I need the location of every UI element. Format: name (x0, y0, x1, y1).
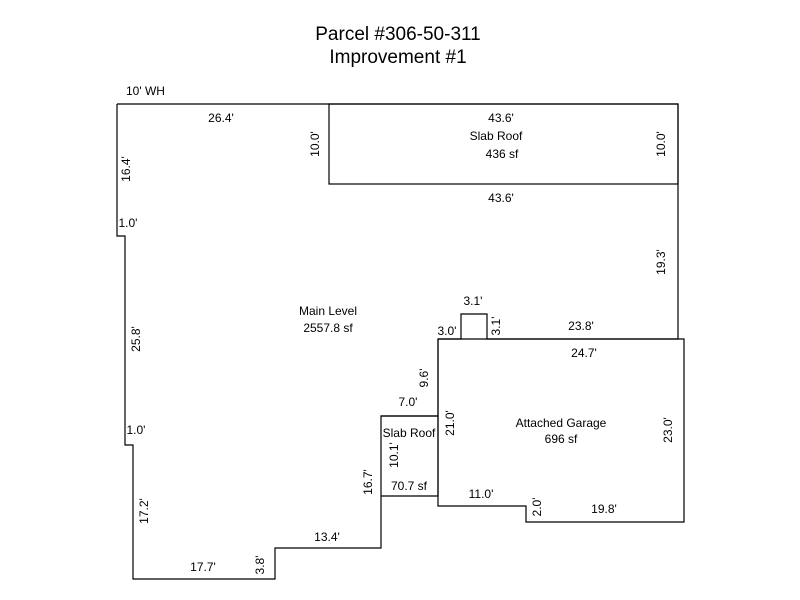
dim-slab-small-top: 7.0' (399, 395, 418, 409)
sketch-title: Parcel #306-50-311 (315, 24, 480, 45)
dim-garage-left-upper: 9.6' (417, 369, 431, 388)
dim-main-top: 26.4' (208, 111, 234, 125)
attached-garage-name: Attached Garage (516, 416, 607, 430)
dim-bump-top: 3.1' (464, 294, 483, 308)
dim-garage-left: 21.0' (443, 410, 457, 436)
dim-left-jog-upper: 1.0' (119, 216, 138, 230)
dim-bottom-left: 17.7' (190, 560, 216, 574)
main-level-area: 2557.8 sf (303, 321, 353, 335)
dim-inner-vertical: 16.7' (361, 469, 375, 495)
dim-slab-top: 43.6' (488, 111, 514, 125)
dim-left-mid: 25.8' (129, 326, 143, 352)
sketch-subtitle: Improvement #1 (329, 47, 466, 68)
slab-roof-small-name: Slab Roof (383, 426, 436, 440)
slab-roof-top-name: Slab Roof (470, 129, 523, 143)
slab-roof-top-area: 436 sf (486, 147, 519, 161)
dim-garage-top: 24.7' (571, 346, 597, 360)
slab-roof-top-outline (328, 103, 679, 185)
dim-garage-notch: 2.0' (530, 498, 544, 517)
attached-garage-area: 696 sf (545, 432, 578, 446)
dim-garage-top-right: 23.8' (568, 319, 594, 333)
dim-garage-bottom-right: 19.8' (591, 502, 617, 516)
attached-garage-outline (437, 338, 685, 523)
dim-bump-right: 3.1' (489, 317, 503, 336)
dim-slab-right: 10.0' (654, 131, 668, 157)
dim-slab-small-side: 10.1' (387, 442, 401, 468)
dim-bottom-mid: 13.4' (314, 530, 340, 544)
dim-garage-bottom-left: 11.0' (469, 487, 494, 501)
main-level-name: Main Level (299, 304, 357, 318)
wall-height-note: 10' WH (126, 84, 165, 98)
dim-left-lower: 17.2' (137, 498, 151, 524)
dim-left-upper: 16.4' (119, 156, 133, 182)
dim-bump-left: 3.0' (438, 324, 457, 338)
slab-roof-small-area: 70.7 sf (391, 479, 428, 493)
dim-left-jog-lower: 1.0' (127, 423, 146, 437)
dim-garage-right: 23.0' (661, 417, 675, 443)
dim-slab-left: 10.0' (308, 131, 322, 157)
dim-right-upper: 19.3' (654, 249, 668, 275)
dim-slab-bottom: 43.6' (488, 191, 514, 205)
slab-roof-small-outline (381, 415, 439, 497)
dim-bottom-step: 3.8' (253, 556, 267, 575)
